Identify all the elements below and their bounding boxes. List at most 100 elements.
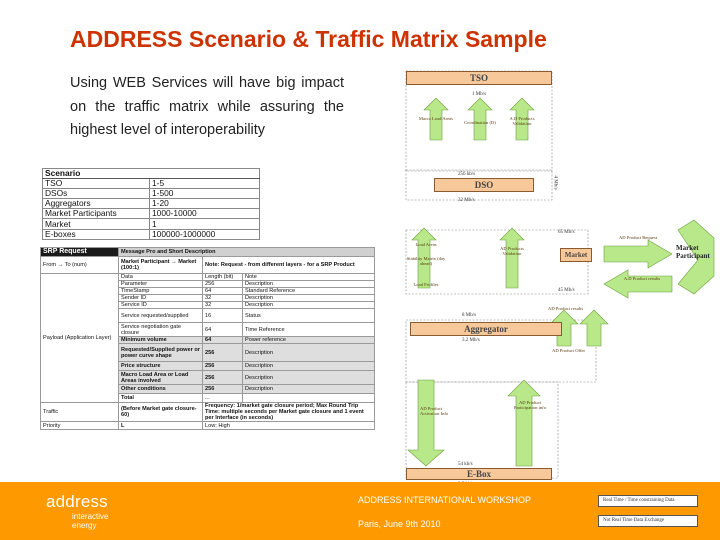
srp-total-value: ...	[202, 393, 243, 403]
rate-market-right: 65 Mb/s	[558, 230, 575, 235]
table-row: Payload (Application Layer) Data Length …	[40, 273, 376, 403]
srp-cell: Price structure	[118, 361, 203, 371]
srp-cell: Description	[241, 361, 376, 371]
label-ad-offer: AD Product Offer	[552, 348, 586, 353]
scenario-value: 1-20	[149, 198, 260, 210]
label-ad-participation: AD Product Participation info	[513, 400, 547, 410]
macro-load-arrow	[423, 97, 449, 141]
srp-cell: 256	[202, 370, 243, 385]
table-row: From → To (num) Market Participant → Mar…	[40, 256, 376, 274]
srp-cell: Description	[241, 343, 376, 362]
market-box: Market	[560, 248, 592, 262]
ad-activation-arrow	[407, 379, 445, 467]
srp-cell: 32	[202, 301, 243, 309]
scenario-header: Scenario	[42, 167, 260, 180]
participant-arrow	[677, 219, 715, 295]
srp-priority-label: Priority	[40, 421, 119, 430]
srp-cell: Standard Reference	[241, 287, 376, 295]
table-row: SRP Request Message Pro and Short Descri…	[40, 247, 376, 257]
label-ad-request: AD Product Request	[618, 235, 658, 240]
srp-cell: 256	[202, 384, 243, 394]
coordination-arrow	[467, 97, 493, 141]
diagram-arrows	[405, 70, 715, 479]
srp-cell: 64	[202, 336, 243, 344]
label-coordination: Coordination (D)	[464, 120, 496, 125]
label-ad-validation-mid: AD Products Validation	[500, 246, 524, 256]
srp-cell: Requested/Supplied power or power curve …	[118, 343, 203, 362]
scenario-label: E-boxes	[42, 228, 150, 240]
label-ad-results-agg: AD Product results	[548, 306, 584, 311]
market-participant-label: Market Participant	[676, 244, 710, 260]
tso-zone	[405, 70, 553, 172]
srp-cell: TimeStamp	[118, 287, 203, 295]
srp-cell: 16	[202, 308, 243, 323]
workshop-title: ADDRESS INTERNATIONAL WORKSHOP	[358, 495, 532, 505]
rate-market-bottom: 45 Mb/s	[558, 288, 575, 293]
logo-sub-energy: energy	[72, 521, 97, 530]
srp-payload-label: Payload (Application Layer)	[40, 273, 119, 403]
srp-request-table: SRP Request Message Pro and Short Descri…	[40, 247, 376, 430]
srp-cell: 256	[202, 361, 243, 371]
srp-cell: Sender ID	[118, 294, 203, 302]
srp-cell: Service requested/supplied	[118, 308, 203, 323]
srp-traffic-label: Traffic	[40, 402, 119, 422]
srp-cell: Parameter	[118, 280, 203, 288]
legend-nonrealtime: Not Real Time Data Exchange	[598, 515, 698, 527]
srp-cell	[241, 393, 376, 403]
srp-col-data: Data	[118, 273, 203, 281]
rate-agg-bottom: 3.2 Mb/s	[462, 338, 480, 343]
dso-box: DSO	[434, 178, 534, 192]
label-load-areas: Load Areas	[415, 242, 437, 247]
label-macro-load: Macro Load Areas	[418, 116, 454, 121]
ad-offer-arrow	[579, 309, 609, 347]
scenario-label: Market Participants	[42, 208, 150, 220]
aggregator-box: Aggregator	[410, 322, 562, 336]
ad-results-arrow	[603, 269, 673, 299]
validation-arrow-top	[509, 97, 535, 141]
scenario-value: 1000-10000	[149, 208, 260, 220]
footer-bar: address interactive energy ADDRESS INTER…	[0, 482, 720, 540]
scenario-value: 1-5	[149, 178, 260, 190]
srp-cell: 256	[202, 343, 243, 362]
scenario-value: 1	[149, 218, 260, 230]
srp-total-label: Total	[118, 393, 203, 403]
srp-cell: Service negotiation gate closure	[118, 322, 203, 337]
srp-cell: 64	[202, 322, 243, 337]
slide-title: ADDRESS Scenario & Traffic Matrix Sample	[70, 26, 547, 52]
srp-priority-value: L	[118, 421, 203, 430]
srp-traffic-note: Frequency: 1/market gate closure period;…	[201, 402, 376, 422]
logo-sub-interactive: interactive	[72, 512, 109, 521]
srp-cell: Description	[241, 384, 376, 394]
srp-cell: Description	[241, 294, 376, 302]
label-ad-activation: AD Product Activation Info	[420, 406, 449, 416]
load-areas-arrow	[411, 227, 437, 289]
srp-cell: 64	[202, 287, 243, 295]
rate-agg-top: 8 Mb/s	[462, 313, 477, 318]
traffic-matrix-diagram: TSO DSO Aggregator E-Box Market 1 Mb/s 2…	[398, 70, 720, 500]
dso-zone	[405, 169, 553, 201]
market-zone	[405, 229, 589, 295]
rate-dso-side: 4 Mb/s	[552, 175, 558, 190]
table-row: Priority L Low; High	[40, 421, 376, 430]
label-stability: Stability Matrix (day ahead)	[406, 256, 446, 266]
scenario-label: DSOs	[42, 188, 150, 200]
scenario-label: Market	[42, 218, 150, 230]
srp-desc-header: Message Pro and Short Description	[117, 247, 376, 257]
srp-cell: Description	[241, 301, 376, 309]
address-logo: address	[46, 492, 108, 511]
logo-subtitle: interactive energy	[72, 512, 108, 530]
workshop-date: Paris, June 9th 2010	[358, 519, 441, 529]
srp-cell: Description	[241, 370, 376, 385]
ad-participation-arrow	[507, 379, 541, 467]
srp-cell: Description	[241, 280, 376, 288]
table-row: Requested/Supplied power or power curve …	[41, 343, 376, 362]
srp-from-to-value: Market Participant → Market (100:1)	[118, 256, 203, 274]
